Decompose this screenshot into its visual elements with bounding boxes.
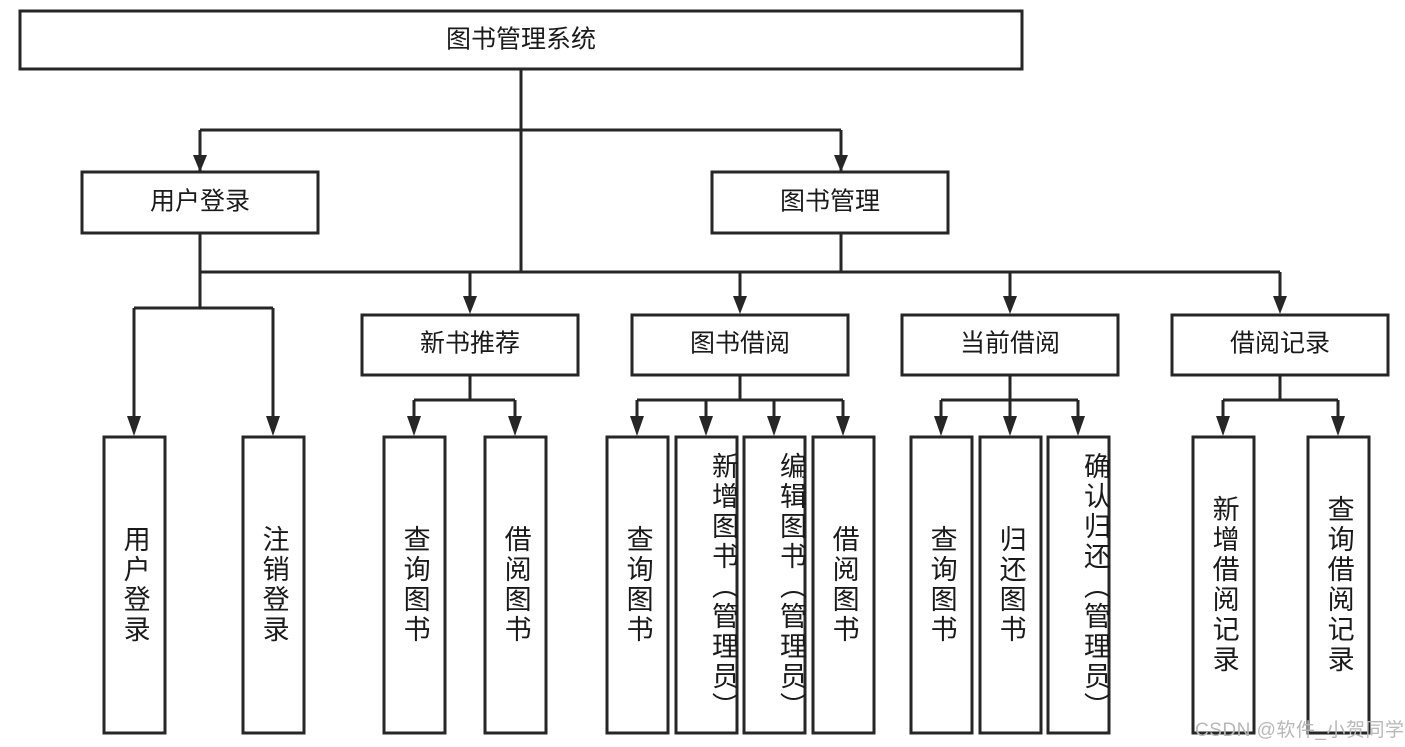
node-root-label: 图书管理系统 <box>446 26 596 54</box>
node-book-borrow[interactable]: 图书借阅 <box>630 313 850 377</box>
node-leaf-logout[interactable] <box>241 435 306 735</box>
node-leaf-edit-book[interactable] <box>742 435 807 735</box>
node-leaf-return-book[interactable] <box>978 435 1043 735</box>
node-leaf-query-book-2[interactable] <box>605 435 670 735</box>
connector-userlogin-to-leaves <box>127 233 280 436</box>
node-leaf-confirm-return[interactable] <box>1046 435 1111 735</box>
connector-currentborrow-to-leaves <box>934 375 1085 436</box>
node-leaf-add-book[interactable] <box>674 435 739 735</box>
node-book-manage[interactable]: 图书管理 <box>710 170 950 235</box>
node-borrow-record[interactable]: 借阅记录 <box>1170 313 1390 377</box>
connector-root-bus <box>193 69 848 172</box>
node-leaf-borrow-book-1[interactable] <box>483 435 548 735</box>
node-new-book-recommend[interactable]: 新书推荐 <box>360 313 580 377</box>
node-leaf-query-book-3[interactable] <box>909 435 974 735</box>
node-leaf-add-record[interactable] <box>1191 435 1256 735</box>
connector-newbook-to-leaves <box>407 375 522 436</box>
connector-borrowrecord-to-leaves <box>1216 375 1345 436</box>
node-root[interactable]: 图书管理系统 <box>18 9 1024 71</box>
node-book-manage-label: 图书管理 <box>780 188 880 216</box>
node-borrow-record-label: 借阅记录 <box>1230 330 1330 358</box>
watermark-text: CSDN @软件_小贺同学 <box>1195 720 1405 741</box>
node-user-login[interactable]: 用户登录 <box>80 170 320 235</box>
node-leaf-query-record[interactable] <box>1306 435 1371 735</box>
connector-bookmanage-to-level2 <box>463 233 1287 314</box>
node-current-borrow-label: 当前借阅 <box>960 330 1060 358</box>
connector-bookborrow-to-leaves <box>630 375 850 436</box>
node-leaf-query-book-1[interactable] <box>382 435 447 735</box>
node-leaf-borrow-book-2[interactable] <box>811 435 876 735</box>
node-current-borrow[interactable]: 当前借阅 <box>900 313 1120 377</box>
node-user-login-label: 用户登录 <box>150 188 250 216</box>
node-leaf-user-login[interactable] <box>102 435 167 735</box>
node-new-book-recommend-label: 新书推荐 <box>420 330 520 358</box>
node-book-borrow-label: 图书借阅 <box>690 330 790 358</box>
